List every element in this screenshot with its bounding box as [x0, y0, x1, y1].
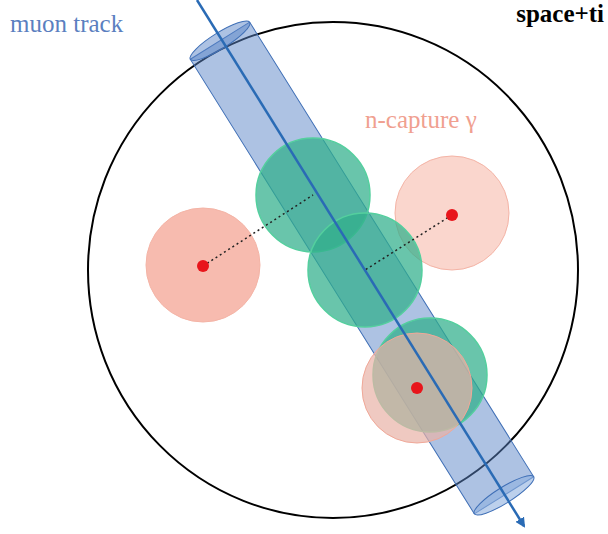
association-line: [203, 195, 313, 266]
muon-track-line: [197, 0, 524, 526]
capture-vertex: [446, 209, 458, 221]
capture-vertex: [411, 382, 423, 394]
capture-vertex: [197, 260, 209, 272]
gamma-sphere: [362, 333, 472, 443]
detector-outline: [88, 22, 578, 518]
label-text: muon track: [10, 10, 123, 38]
label-text: n-capture γ: [365, 106, 477, 134]
label-text: space+ti: [516, 0, 604, 28]
gamma-sphere: [146, 208, 260, 322]
association-line: [365, 215, 452, 270]
